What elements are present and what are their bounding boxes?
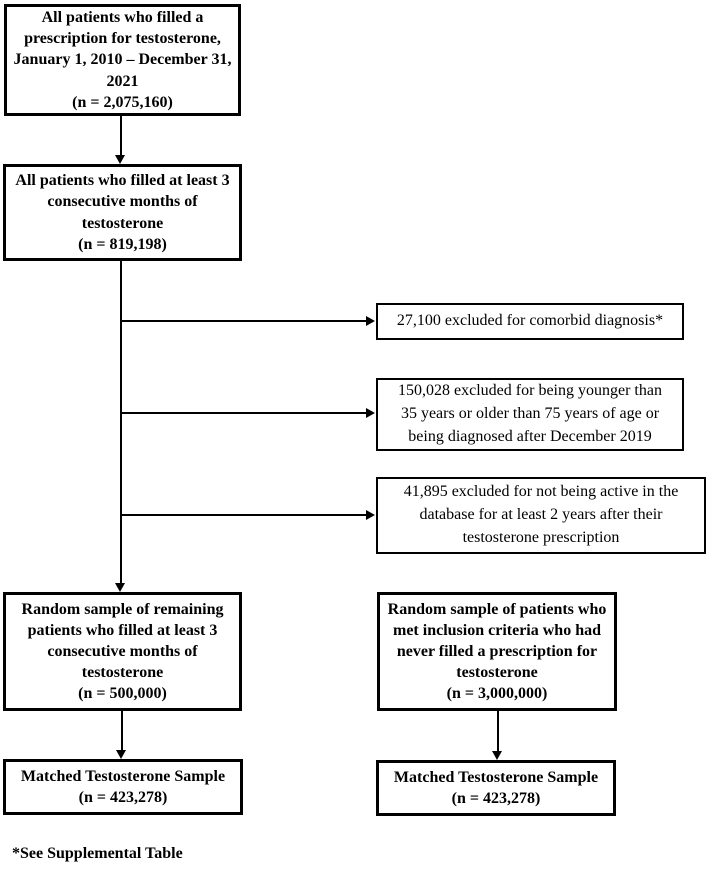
connector-line <box>120 412 366 414</box>
footnote-supplemental-table: *See Supplemental Table <box>12 845 183 862</box>
connector-line <box>120 320 366 322</box>
connector-line <box>120 261 122 583</box>
box-consecutive-months: All patients who filled at least 3 conse… <box>3 164 242 261</box>
box-matched-testosterone: Matched Testosterone Sample (n = 423,278… <box>3 759 243 815</box>
box-random-sample-control: Random sample of patients who met inclus… <box>377 592 617 711</box>
arrowhead-down-icon <box>116 750 126 759</box>
connector-line <box>121 711 123 750</box>
connector-line <box>120 116 122 156</box>
box-excluded-inactive: 41,895 excluded for not being active in … <box>376 477 706 554</box>
arrowhead-right-icon <box>366 408 375 418</box>
connector-line <box>120 514 366 516</box>
box-excluded-comorbid: 27,100 excluded for comorbid diagnosis* <box>376 303 684 340</box>
box-random-sample-testosterone: Random sample of remaining patients who … <box>3 592 242 711</box>
arrowhead-right-icon <box>366 510 375 520</box>
arrowhead-down-icon <box>115 155 125 164</box>
box-matched-control: Matched Testosterone Sample (n = 423,278… <box>376 760 616 816</box>
arrowhead-down-icon <box>492 751 502 760</box>
box-excluded-age: 150,028 excluded for being younger than … <box>376 378 684 451</box>
arrowhead-down-icon <box>115 583 125 592</box>
arrowhead-right-icon <box>366 316 375 326</box>
connector-line <box>497 711 499 751</box>
box-all-prescriptions: All patients who filled a prescription f… <box>4 4 241 116</box>
